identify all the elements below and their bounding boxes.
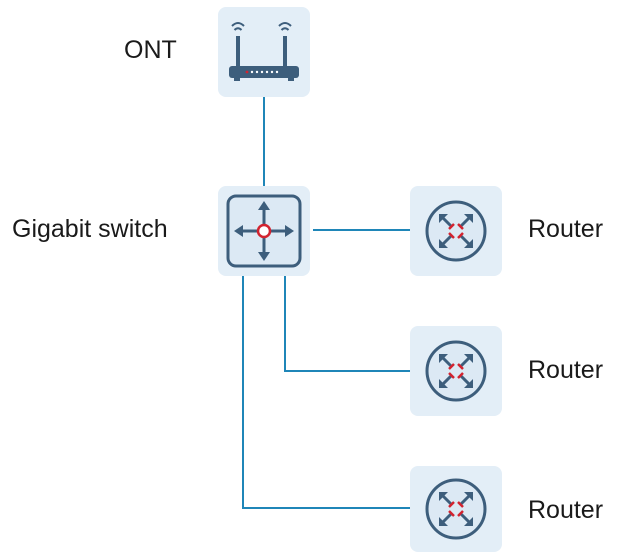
ont-node bbox=[218, 7, 310, 97]
router-icon bbox=[425, 478, 487, 540]
router-node-1 bbox=[410, 186, 502, 276]
router-label-2: Router bbox=[528, 356, 604, 384]
ont-label: ONT bbox=[124, 36, 177, 64]
wifi-router-icon bbox=[229, 22, 299, 81]
router-node-2 bbox=[410, 326, 502, 416]
ont-tile bbox=[218, 7, 310, 97]
connection-lines bbox=[242, 96, 411, 509]
switch-label: Gigabit switch bbox=[12, 215, 168, 243]
switch-arrows-icon bbox=[226, 194, 302, 268]
link-switch-router-2 bbox=[284, 272, 411, 372]
switch-node bbox=[218, 186, 310, 276]
router-label-1: Router bbox=[528, 215, 604, 243]
link-switch-router-3 bbox=[242, 272, 411, 509]
router-icon bbox=[425, 200, 487, 262]
router-icon bbox=[425, 340, 487, 402]
router-label-3: Router bbox=[528, 496, 604, 524]
router-node-3 bbox=[410, 466, 502, 552]
